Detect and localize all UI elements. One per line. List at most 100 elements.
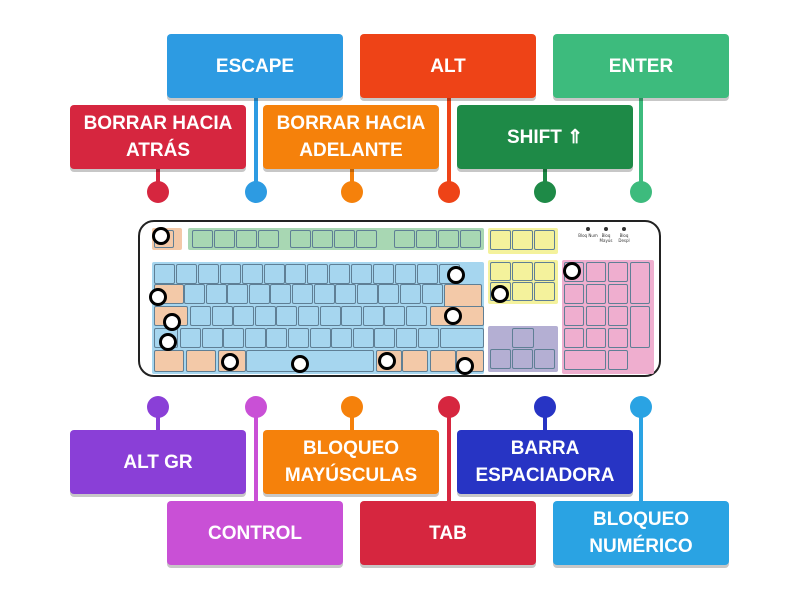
keyboard-key bbox=[227, 284, 249, 304]
control-connector bbox=[254, 407, 258, 505]
keyboard-key bbox=[292, 284, 313, 304]
keyboard-key bbox=[460, 230, 481, 248]
keyboard-key bbox=[233, 306, 255, 326]
label-borrar-hacia-atras[interactable]: BORRAR HACIA ATRÁS bbox=[70, 105, 246, 169]
label-control[interactable]: CONTROL bbox=[167, 501, 343, 565]
escape-connector bbox=[254, 94, 258, 192]
keyboard-key bbox=[608, 262, 628, 282]
label-barra-espaciadora[interactable]: BARRA ESPACIADORA bbox=[457, 430, 633, 494]
keyboard: Bloq Num Bloq Mayús Bloq Despl bbox=[138, 220, 661, 377]
enter-dot bbox=[630, 181, 652, 203]
drop-zone-marker[interactable] bbox=[152, 227, 170, 245]
keyboard-key bbox=[564, 350, 606, 370]
keyboard-key bbox=[374, 328, 396, 348]
label-tab[interactable]: TAB bbox=[360, 501, 536, 565]
shift-connector bbox=[543, 165, 547, 192]
label-alt[interactable]: ALT bbox=[360, 34, 536, 98]
keyboard-key bbox=[400, 284, 421, 304]
keyboard-key bbox=[373, 264, 394, 284]
keyboard-key bbox=[298, 306, 319, 326]
keyboard-key bbox=[490, 262, 511, 281]
keyboard-key bbox=[564, 328, 584, 348]
keyboard-key bbox=[416, 230, 437, 248]
keyboard-key bbox=[396, 328, 417, 348]
escape-dot bbox=[245, 181, 267, 203]
keyboard-key bbox=[394, 264, 416, 284]
keyboard-key bbox=[490, 230, 511, 250]
keyboard-key bbox=[197, 264, 219, 284]
led-label-bloq-mayus: Bloq Mayús bbox=[599, 233, 613, 243]
keyboard-key bbox=[254, 306, 276, 326]
keyboard-key bbox=[186, 350, 216, 372]
keyboard-key bbox=[586, 284, 606, 304]
keyboard-key bbox=[236, 230, 257, 248]
drop-zone-marker[interactable] bbox=[491, 285, 509, 303]
keyboard-key bbox=[246, 350, 374, 372]
keyboard-key bbox=[630, 262, 650, 304]
keyboard-key bbox=[440, 328, 484, 348]
keyboard-key bbox=[608, 350, 628, 370]
shift-dot bbox=[534, 181, 556, 203]
led-label-bloq-despl: Bloq Despl bbox=[618, 233, 630, 243]
keyboard-key bbox=[362, 306, 384, 326]
keyboard-key bbox=[352, 328, 374, 348]
borrar-hacia-adelante-dot bbox=[341, 181, 363, 203]
bloqueo-mayusculas-connector bbox=[350, 407, 354, 434]
label-bloqueo-mayusculas[interactable]: BLOQUEO MAYÚSCULAS bbox=[263, 430, 439, 494]
keyboard-key bbox=[490, 349, 511, 369]
keyboard-key bbox=[214, 230, 235, 248]
label-bloqueo-numerico[interactable]: BLOQUEO NUMÉRICO bbox=[553, 501, 729, 565]
keyboard-key bbox=[270, 284, 292, 304]
keyboard-key bbox=[402, 350, 428, 372]
label-escape[interactable]: ESCAPE bbox=[167, 34, 343, 98]
keyboard-key bbox=[421, 284, 443, 304]
keyboard-key bbox=[512, 230, 533, 250]
drop-zone-marker[interactable] bbox=[378, 352, 396, 370]
drop-zone-marker[interactable] bbox=[456, 357, 474, 375]
keyboard-key bbox=[263, 264, 285, 284]
drop-zone-marker[interactable] bbox=[444, 307, 462, 325]
drop-zone-marker[interactable] bbox=[291, 355, 309, 373]
keyboard-key bbox=[564, 306, 584, 326]
keyboard-key bbox=[512, 349, 533, 369]
keyboard-key bbox=[608, 284, 628, 304]
label-enter[interactable]: ENTER bbox=[553, 34, 729, 98]
keyboard-key bbox=[313, 284, 335, 304]
keyboard-key bbox=[175, 264, 197, 284]
keyboard-key bbox=[331, 328, 353, 348]
drop-zone-marker[interactable] bbox=[159, 333, 177, 351]
keyboard-key bbox=[312, 230, 333, 248]
drop-zone-marker[interactable] bbox=[221, 353, 239, 371]
led-indicator bbox=[586, 227, 590, 231]
drop-zone-marker[interactable] bbox=[563, 262, 581, 280]
alt-dot bbox=[438, 181, 460, 203]
keyboard-key bbox=[329, 264, 351, 284]
keyboard-key bbox=[335, 284, 357, 304]
keyboard-key bbox=[384, 306, 406, 326]
keyboard-key bbox=[285, 264, 307, 284]
led-indicator bbox=[622, 227, 626, 231]
keyboard-key bbox=[417, 328, 439, 348]
label-alt-gr[interactable]: ALT GR bbox=[70, 430, 246, 494]
drop-zone-marker[interactable] bbox=[163, 313, 181, 331]
drop-zone-marker[interactable] bbox=[447, 266, 465, 284]
keyboard-key bbox=[201, 328, 223, 348]
keyboard-key bbox=[223, 328, 245, 348]
keyboard-key bbox=[630, 306, 650, 348]
keyboard-key bbox=[608, 306, 628, 326]
keyboard-key bbox=[534, 262, 555, 281]
alt-gr-connector bbox=[156, 407, 160, 434]
bloqueo-mayusculas-dot bbox=[341, 396, 363, 418]
keyboard-key bbox=[288, 328, 309, 348]
keyboard-key bbox=[586, 328, 606, 348]
keyboard-key bbox=[534, 282, 555, 301]
keyboard-key bbox=[180, 328, 201, 348]
drop-zone-marker[interactable] bbox=[149, 288, 167, 306]
keyboard-key bbox=[334, 230, 355, 248]
label-shift[interactable]: SHIFT ⇑ bbox=[457, 105, 633, 169]
label-borrar-hacia-adelante[interactable]: BORRAR HACIA ADELANTE bbox=[263, 105, 439, 169]
keyboard-key bbox=[219, 264, 241, 284]
keyboard-key bbox=[356, 284, 378, 304]
keyboard-key bbox=[184, 284, 205, 304]
keyboard-key bbox=[307, 264, 329, 284]
